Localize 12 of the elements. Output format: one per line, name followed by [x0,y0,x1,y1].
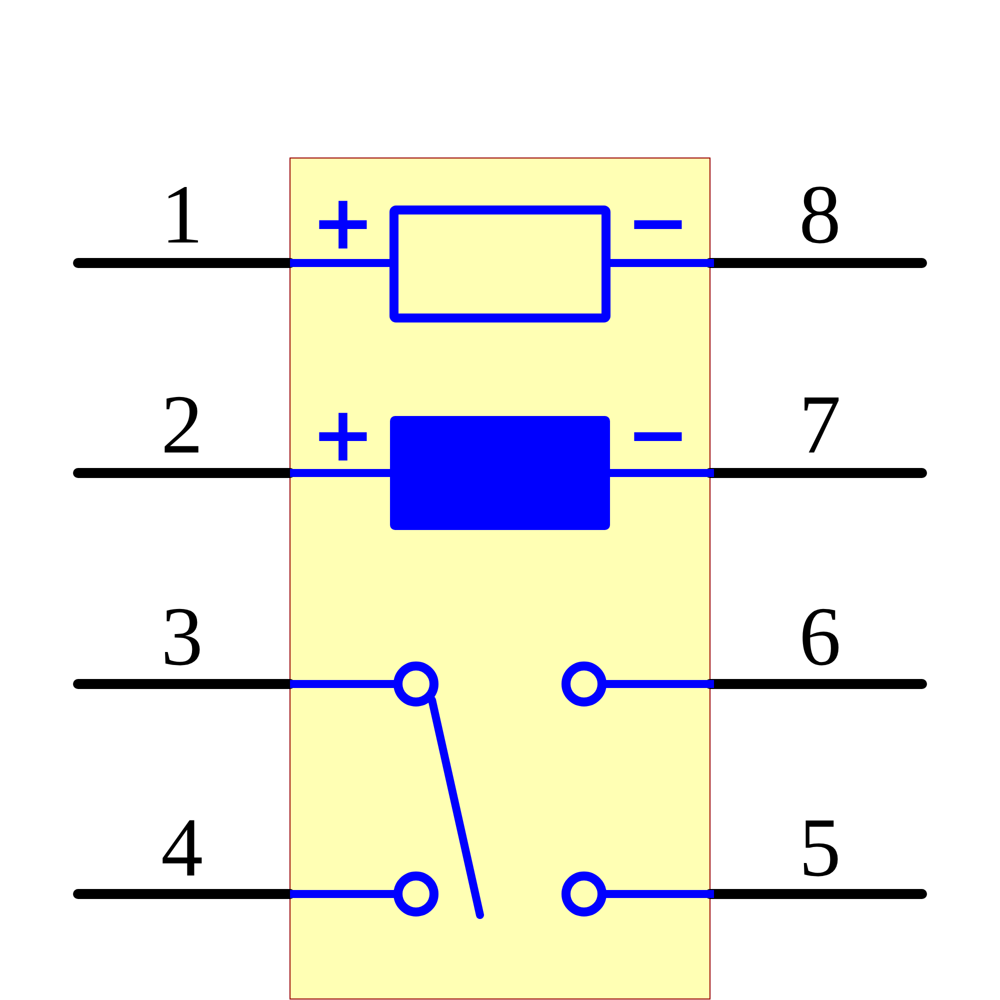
pin-number: 3 [161,590,203,684]
polarity-sign: − [626,178,690,266]
pin-number: 4 [161,802,203,894]
pin-number: 1 [161,168,203,262]
pin-number: 2 [161,378,203,472]
pin-number: 6 [799,590,841,684]
pin-number: 8 [799,168,841,262]
pin-number: 7 [799,378,841,472]
pin-number: 5 [799,802,841,894]
polarity-sign: + [311,390,375,478]
polarity-sign: + [311,178,375,266]
polarity-sign: − [626,390,690,478]
